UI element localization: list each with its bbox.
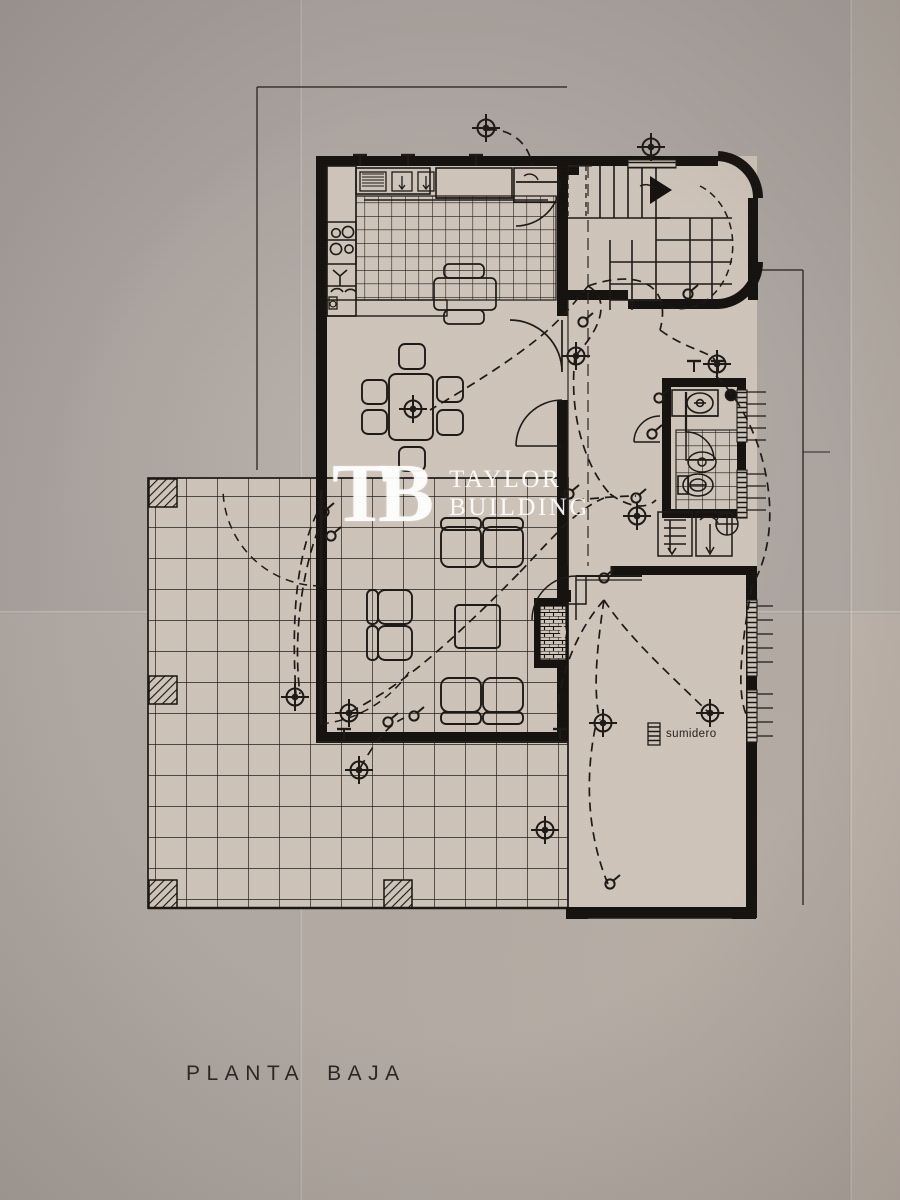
paper-panel-top-right <box>850 0 900 612</box>
dining-chair-s <box>398 446 426 472</box>
sink-basin <box>359 171 387 192</box>
drawing-border-frame <box>256 86 804 905</box>
dining-chair-e1 <box>436 376 464 403</box>
dining-chair-e2 <box>436 409 464 436</box>
rounded-corner-wall-se <box>628 261 764 309</box>
living-seating <box>366 517 524 725</box>
living-dining-set <box>361 343 464 472</box>
stove-4-burner <box>326 221 357 265</box>
kitchen-fittings <box>326 167 559 310</box>
rounded-corner-wall-ne <box>717 151 764 199</box>
bathroom-fixtures <box>671 388 738 497</box>
kitchen-dining-set <box>433 263 497 325</box>
terrace-column-s <box>383 879 413 909</box>
construction-lines <box>316 165 830 743</box>
paper-panel-bottom-right <box>850 612 900 1200</box>
caption-baja: BAJA <box>327 1062 406 1085</box>
terrace-column-w <box>148 675 178 705</box>
coffee-table <box>454 604 501 649</box>
dining-table <box>388 373 434 441</box>
aseo-fixtures <box>687 451 717 473</box>
kitchen-floor <box>355 195 557 301</box>
dining-chair-n <box>398 343 426 370</box>
terrace-area <box>147 477 569 910</box>
caption-planta: PLANTA <box>186 1062 306 1085</box>
fireplace <box>534 598 568 668</box>
terrace-column-sw <box>148 879 178 909</box>
door-swings <box>222 181 661 725</box>
floor-drain-symbol <box>647 722 661 746</box>
garage-details <box>566 576 756 919</box>
drain-label: sumidero <box>666 728 717 740</box>
plan-caption: PLANTA BAJA <box>186 1062 406 1086</box>
sofa-seat-a2 <box>482 526 524 568</box>
paper-fold-vertical-right <box>849 0 852 1200</box>
ceiling-light-kitchen <box>471 113 501 143</box>
dining-chair-w1 <box>361 379 388 405</box>
secondary-stair <box>657 511 739 557</box>
terrace-column-nw <box>148 478 178 508</box>
dining-chair-w2 <box>361 409 388 435</box>
window-openings <box>627 159 773 743</box>
staircase <box>567 166 734 310</box>
electrical-wiring <box>293 128 771 885</box>
sofa-seat-a1 <box>440 526 482 568</box>
